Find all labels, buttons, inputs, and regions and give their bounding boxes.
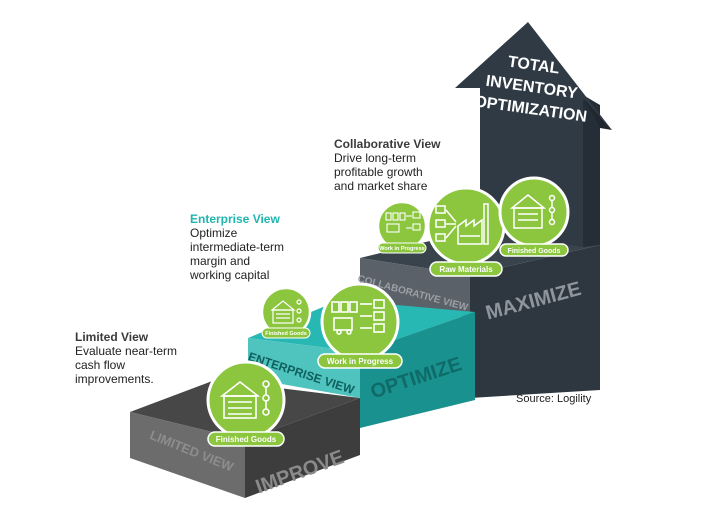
limited-view-desc: Evaluate near-term cash flow improvement… bbox=[75, 344, 178, 386]
badge-label: Work in Progress bbox=[327, 357, 394, 366]
step2-front bbox=[360, 312, 475, 428]
work-in-progress-badge-large: Work in Progress bbox=[317, 282, 403, 369]
badge-label: Raw Materials bbox=[439, 265, 493, 274]
raw-materials-badge: Raw Materials bbox=[426, 186, 506, 277]
collaborative-view-title: Collaborative View bbox=[334, 137, 441, 151]
factory-icon bbox=[435, 203, 489, 245]
finished-goods-badge-medium: Finished Goods bbox=[498, 176, 570, 257]
limited-view-block: Limited View Evaluate near-term cash flo… bbox=[75, 330, 177, 386]
work-in-progress-icon bbox=[331, 299, 385, 335]
work-in-progress-badge-small: Work in Progress bbox=[376, 200, 428, 254]
badge-label: Finished Goods bbox=[216, 435, 277, 444]
finished-goods-badge-small: Finished Goods bbox=[260, 286, 312, 339]
work-in-progress-icon bbox=[385, 211, 421, 233]
badge-label: Work in Progress bbox=[379, 246, 424, 252]
collaborative-view-block: Collaborative View Drive long-term profi… bbox=[334, 137, 440, 193]
collaborative-view-desc: Drive long-term profitable growth and ma… bbox=[334, 151, 428, 193]
badge-label: Finished Goods bbox=[265, 331, 307, 337]
warehouse-icon bbox=[270, 299, 302, 324]
enterprise-view-title: Enterprise View bbox=[190, 212, 280, 226]
arrow-head bbox=[455, 22, 612, 130]
finished-goods-badge-large: Finished Goods bbox=[206, 360, 286, 447]
source-caption: Source: Logility bbox=[516, 393, 592, 405]
enterprise-view-desc: Optimize intermediate-term margin and wo… bbox=[190, 226, 285, 282]
warehouse-icon bbox=[509, 194, 556, 229]
step3-front bbox=[470, 245, 600, 398]
step1-front bbox=[245, 398, 360, 498]
enterprise-view-block: Enterprise View Optimize intermediate-te… bbox=[190, 212, 284, 282]
warehouse-icon bbox=[219, 380, 270, 419]
badge-label: Finished Goods bbox=[508, 248, 561, 255]
limited-view-title: Limited View bbox=[75, 330, 149, 344]
